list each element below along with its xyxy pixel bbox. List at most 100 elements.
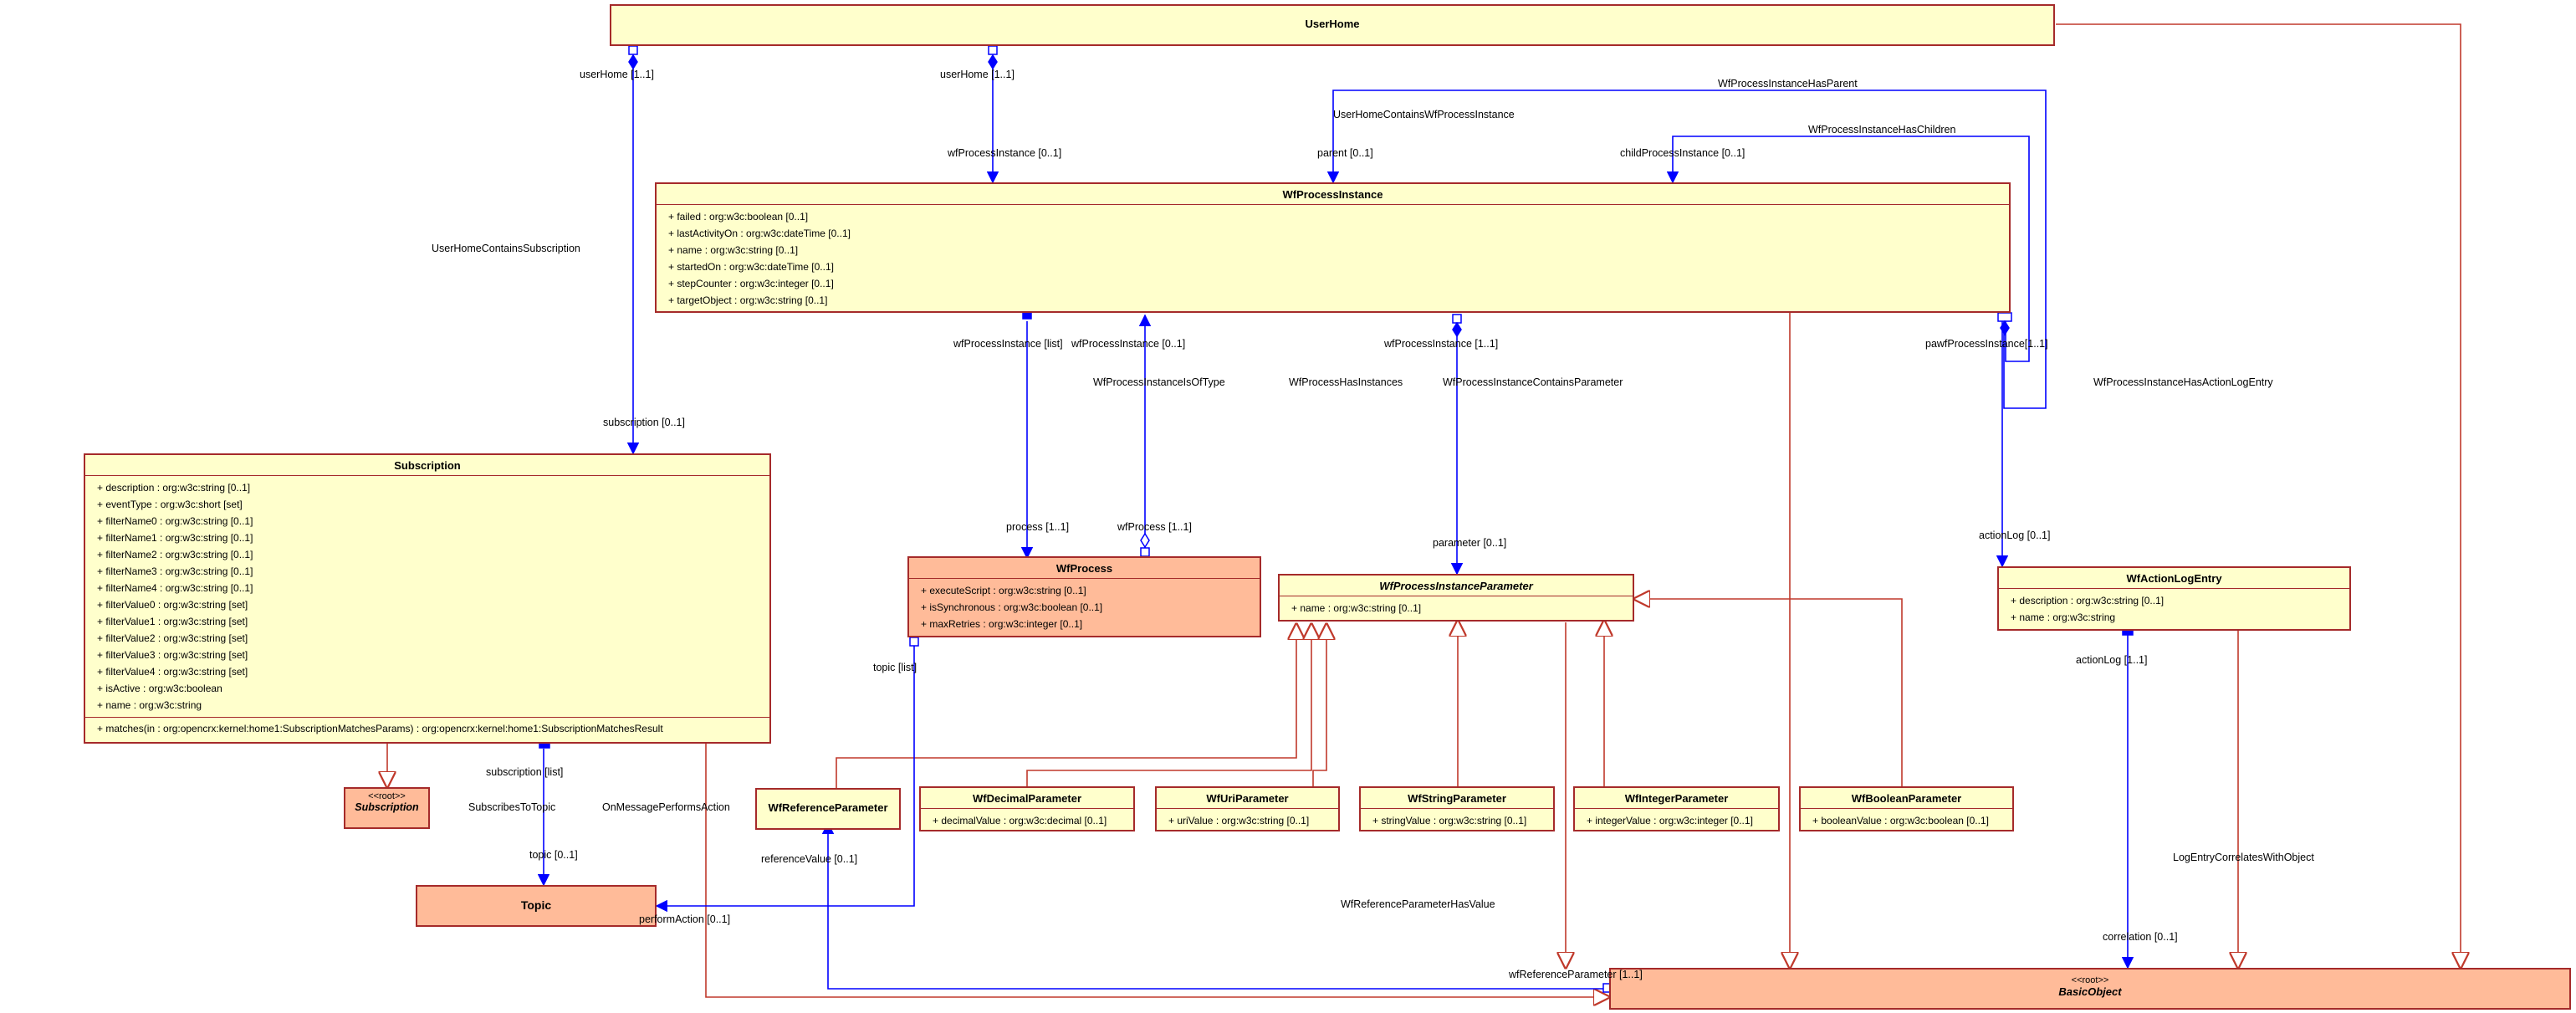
class-name: Subscription	[355, 801, 419, 813]
association-label: WfProcessInstanceHasChildren	[1808, 124, 1956, 136]
association-label: WfProcessInstanceIsOfType	[1093, 376, 1225, 388]
attribute: + eventType : org:w3c:short [set]	[97, 499, 243, 510]
composite-diamond	[988, 54, 998, 70]
attribute: + name : org:w3c:string [0..1]	[1291, 602, 1422, 614]
role-label: userHome [1..1]	[940, 69, 1015, 80]
class-name: WfActionLogEntry	[1999, 568, 2349, 589]
attribute: + filterValue0 : org:w3c:string [set]	[97, 599, 248, 611]
gen-refparam-param	[836, 624, 1296, 788]
class-name: UserHome	[1305, 18, 1360, 30]
class-name: WfBooleanParameter	[1801, 788, 2012, 809]
role-label: performAction [0..1]	[639, 913, 731, 925]
assoc-wfpi-children	[1666, 136, 2030, 321]
class-subscription[interactable]: Subscription + description : org:w3c:str…	[84, 453, 771, 744]
role-label: wfReferenceParameter [1..1]	[1509, 969, 1643, 980]
role-label: subscription [0..1]	[603, 417, 685, 428]
class-wfuriparameter[interactable]: WfUriParameter + uriValue : org:w3c:stri…	[1155, 786, 1340, 831]
end-square	[1022, 312, 1032, 320]
gen-booleanparam-param	[1634, 599, 1903, 786]
assoc-wfprocess-topic	[655, 643, 915, 913]
attribute: + filterValue1 : org:w3c:string [set]	[97, 616, 248, 627]
gen-uriparam-param	[1312, 624, 1326, 786]
association-label: WfReferenceParameterHasValue	[1341, 898, 1495, 910]
class-topic[interactable]: Topic	[416, 885, 657, 927]
class-wfstringparameter[interactable]: WfStringParameter + stringValue : org:w3…	[1359, 786, 1555, 831]
role-label: actionLog [0..1]	[1979, 530, 2051, 541]
attribute: + isSynchronous : org:w3c:boolean [0..1]	[921, 601, 1103, 613]
attribute: + decimalValue : org:w3c:decimal [0..1]	[933, 815, 1107, 826]
role-label: wfProcessInstance [0..1]	[948, 147, 1062, 159]
attribute: + maxRetries : org:w3c:integer [0..1]	[921, 618, 1083, 630]
class-wfreferenceparameter[interactable]: WfReferenceParameter	[755, 788, 901, 830]
association-label: WfProcessInstanceContainsParameter	[1443, 376, 1623, 388]
role-label: referenceValue [0..1]	[761, 853, 858, 865]
attribute-list: + decimalValue : org:w3c:decimal [0..1]	[921, 809, 1133, 832]
class-name: Topic	[520, 898, 552, 912]
attribute: + lastActivityOn : org:w3c:dateTime [0..…	[668, 228, 851, 239]
class-name: WfProcessInstance	[657, 184, 2009, 205]
role-label: userHome [1..1]	[580, 69, 654, 80]
role-label: wfProcessInstance [1..1]	[1384, 338, 1499, 350]
attribute: + filterName2 : org:w3c:string [0..1]	[97, 549, 253, 560]
end-square	[628, 45, 638, 55]
class-name: WfProcessInstanceParameter	[1280, 576, 1633, 596]
association-label: WfProcessInstanceHasActionLogEntry	[2093, 376, 2273, 388]
gen-subscription-basicobject	[705, 744, 1609, 997]
attribute: + filterName3 : org:w3c:string [0..1]	[97, 565, 253, 577]
attribute-list: + integerValue : org:w3c:integer [0..1]	[1575, 809, 1778, 832]
role-label: actionLog [1..1]	[2076, 654, 2148, 666]
attribute: + name : org:w3c:string [0..1]	[668, 244, 799, 256]
class-name: WfUriParameter	[1157, 788, 1338, 809]
attribute: + description : org:w3c:string [0..1]	[97, 482, 251, 494]
attribute-list: + description : org:w3c:string [0..1] + …	[1999, 589, 2349, 629]
attribute: + stepCounter : org:w3c:integer [0..1]	[668, 278, 834, 289]
attribute: + filterName0 : org:w3c:string [0..1]	[97, 515, 253, 527]
class-wfprocessinstance[interactable]: WfProcessInstance + failed : org:w3c:boo…	[655, 182, 2011, 313]
role-label: parameter [0..1]	[1433, 537, 1507, 549]
overlapped-role-labels: pawfProcessInstance[1..1]	[1925, 338, 2048, 350]
attribute: + name : org:w3c:string	[97, 699, 202, 711]
association-label: SubscribesToTopic	[468, 801, 556, 813]
role-label: childProcessInstance [0..1]	[1620, 147, 1745, 159]
end-square	[1997, 312, 2012, 322]
class-basicobject[interactable]: <<root>> BasicObject	[1609, 968, 2571, 1010]
attribute: + stringValue : org:w3c:string [0..1]	[1372, 815, 1527, 826]
gen-decimalparam-param	[1026, 624, 1311, 786]
operation-list: + matches(in : org:opencrx:kernel:home1:…	[85, 718, 769, 739]
class-wfactionlogentry[interactable]: WfActionLogEntry + description : org:w3c…	[1997, 566, 2351, 631]
attribute: + failed : org:w3c:boolean [0..1]	[668, 211, 809, 223]
role-label: wfProcessInstance [0..1]	[1071, 338, 1186, 350]
attribute-list: + description : org:w3c:string [0..1] + …	[85, 476, 769, 718]
class-name: WfProcess	[909, 558, 1260, 579]
assoc-refparam-basicobject	[821, 821, 1609, 990]
association-label: WfProcessHasInstances	[1289, 376, 1403, 388]
attribute-list: + executeScript : org:w3c:string [0..1] …	[909, 579, 1260, 636]
class-wfintegerparameter[interactable]: WfIntegerParameter + integerValue : org:…	[1573, 786, 1780, 831]
class-wfdecimalparameter[interactable]: WfDecimalParameter + decimalValue : org:…	[919, 786, 1135, 831]
class-name: WfIntegerParameter	[1575, 788, 1778, 809]
class-subscription-root[interactable]: <<root>> Subscription	[344, 787, 430, 829]
end-square	[909, 637, 919, 647]
end-square	[988, 45, 998, 55]
assoc-wfpi-parent	[1326, 90, 2047, 321]
attribute-list: + stringValue : org:w3c:string [0..1]	[1361, 809, 1553, 832]
role-label: parent [0..1]	[1317, 147, 1373, 159]
class-name: BasicObject	[2058, 985, 2122, 998]
attribute: + targetObject : org:w3c:string [0..1]	[668, 294, 828, 306]
attribute: + filterName4 : org:w3c:string [0..1]	[97, 582, 253, 594]
gen-userhome-basicobject	[2056, 23, 2461, 968]
association-label: LogEntryCorrelatesWithObject	[2173, 852, 2314, 863]
composite-diamond	[628, 54, 638, 70]
class-name: WfDecimalParameter	[921, 788, 1133, 809]
attribute: + executeScript : org:w3c:string [0..1]	[921, 585, 1086, 596]
association-label: WfProcessInstanceHasParent	[1718, 78, 1858, 90]
class-userhome[interactable]: UserHome	[610, 4, 2055, 46]
role-label: subscription [list]	[486, 766, 564, 778]
class-wfprocess[interactable]: WfProcess + executeScript : org:w3c:stri…	[907, 556, 1261, 637]
stereotype: <<root>>	[368, 791, 406, 801]
class-wfbooleanparameter[interactable]: WfBooleanParameter + booleanValue : org:…	[1799, 786, 2014, 831]
class-wfprocessinstanceparameter[interactable]: WfProcessInstanceParameter + name : org:…	[1278, 574, 1634, 622]
aggregate-diamond	[1140, 532, 1150, 549]
association-label: UserHomeContainsWfProcessInstance	[1333, 109, 1515, 120]
